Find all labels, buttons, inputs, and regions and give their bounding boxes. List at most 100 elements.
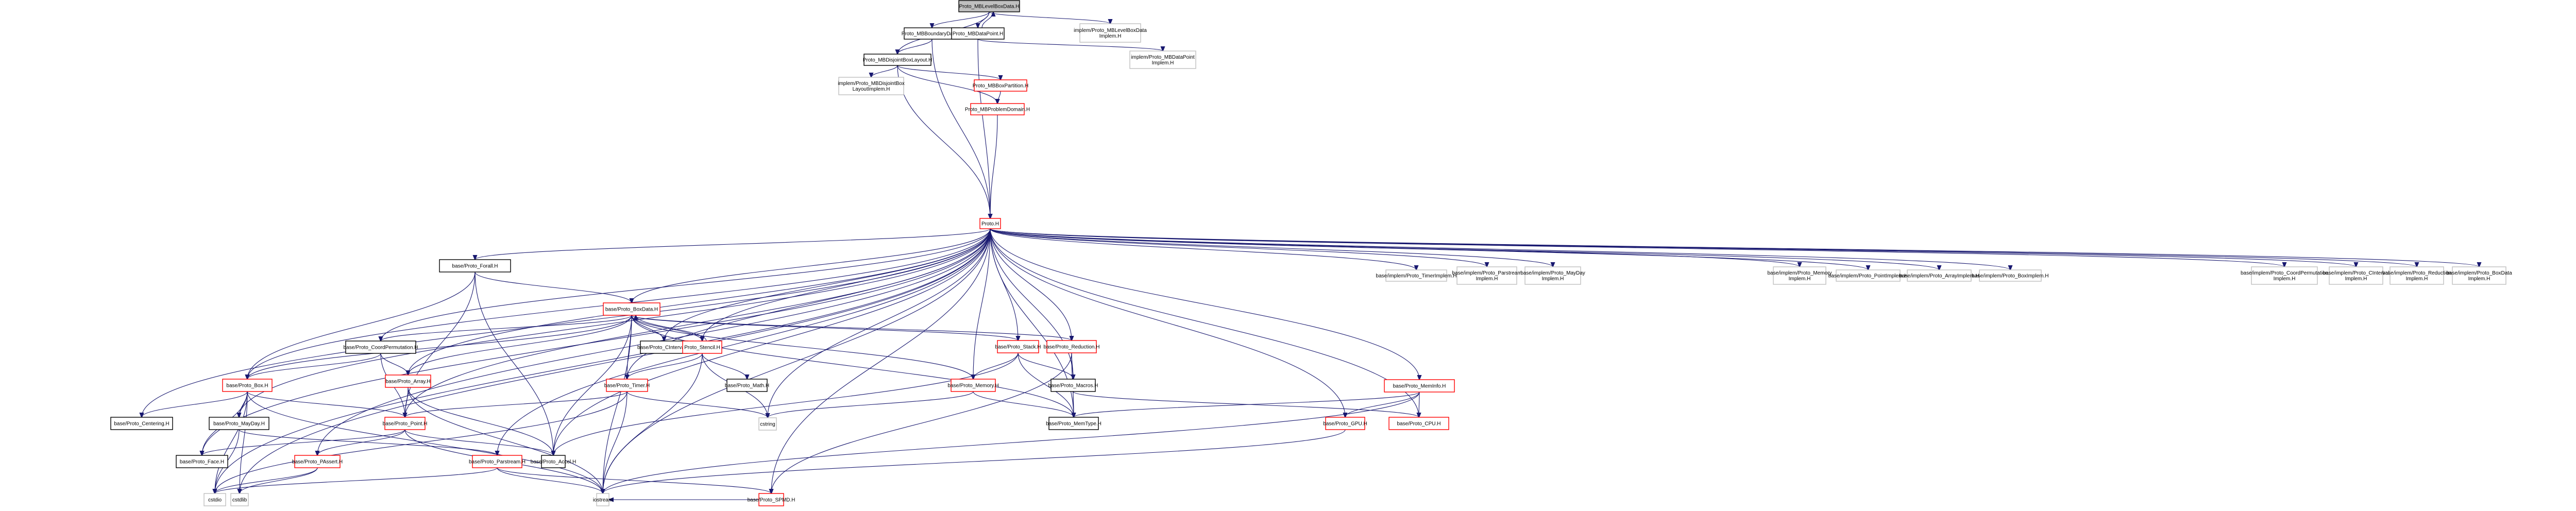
node-base-proto-stack-h[interactable]: base/Proto_Stack.H [995,340,1041,353]
node-label: base/Proto_Macros.H [1048,383,1098,389]
node-box [606,379,648,392]
node-base-proto-math-h[interactable]: base/Proto_Math.H [725,379,769,392]
node-label: Proto_MBDisjointBoxLayout.H [863,58,933,63]
edge-memory-to-memtype [973,391,1074,417]
edge-stencil-to-math [702,353,747,379]
node-label: Implem.H [2345,276,2367,282]
node-proto-mbdatapoint-h[interactable]: Proto_MBDataPoint.H [951,27,1005,40]
node-label: base/Proto_PAssert.H [292,459,343,465]
node-base-proto-passert-h[interactable]: base/Proto_PAssert.H [292,455,343,468]
edge-stack-to-memory [973,352,1019,379]
node-proto-mbproblemdomain-h[interactable]: Proto_MBProblemDomain.H [965,103,1030,115]
node-proto-mblevelboxdata-h: Proto_MBLevelBoxData.H [958,0,1020,12]
edge-proto-to-cstdio [215,228,991,493]
node-base-proto-memory-h[interactable]: base/Proto_Memory.H [947,379,999,392]
node-base-proto-point-h[interactable]: base/Proto_Point.H [383,417,428,430]
node-base-proto-boxdata-h[interactable]: base/Proto_BoxData.H [603,302,660,316]
node-label: base/Proto_Box.H [226,383,268,389]
edge-proto-to-accel [553,228,991,455]
node-box [1907,269,1972,282]
node-base-proto-parstream-h[interactable]: base/Proto_Parstream.H [469,455,526,468]
edge-proto-to-reduction [990,228,1072,340]
edge-boxdata-to-memtype [631,315,1074,417]
node-label: Implem.H [1542,276,1564,282]
edge-proto-to-gpu [990,228,1345,417]
edge-proto-to-timerimpl [990,228,1416,270]
node-label: implem/Proto_MBDisjointBox [838,81,905,87]
edge-array-to-accel [408,387,553,455]
node-label: base/implem/Proto_MayDay [1520,270,1585,276]
edge-mbbd-to-proto [931,39,990,218]
node-label: implem/Proto_MBDataPoint [1131,55,1195,60]
node-base-proto-array-h[interactable]: base/Proto_Array.H [385,374,431,388]
edge-mbdbl-to-dblimpl [871,65,898,77]
node-base-proto-macros-h[interactable]: base/Proto_Macros.H [1048,379,1098,392]
edge-forall-to-point [405,271,476,417]
node-base-proto-reduction-h[interactable]: base/Proto_Reduction.H [1044,340,1100,353]
edge-box-to-iostream [247,391,603,493]
edge-proto-to-boximpl [990,228,2010,270]
edge-meminfo-to-gpu [1345,391,1420,417]
node-label: Proto_Stencil.H [684,345,720,351]
node-proto-stencil-h[interactable]: Proto_Stencil.H [682,340,722,354]
node-label: base/Proto_Point.H [383,421,428,427]
node-label: base/Proto_SPMD.H [748,498,795,503]
node-base-proto-spmd-h[interactable]: base/Proto_SPMD.H [748,493,795,506]
node-label: base/Proto_CoordPermutation.H [343,345,418,351]
node-label: base/Proto_CPU.H [1397,421,1440,427]
edge-proto-to-forall [475,228,991,260]
node-base-proto-coordpermutation-h[interactable]: base/Proto_CoordPermutation.H [343,340,418,354]
node-base-proto-gpu-h[interactable]: base/Proto_GPU.H [1323,417,1367,430]
node-proto-mbboundarydata-h[interactable]: Proto_MBBoundaryData.H [902,27,962,40]
node-box [294,455,341,468]
edge-proto-to-mayday [239,228,991,417]
node-base-proto-accel-h[interactable]: base/Proto_Accel.H [531,455,576,468]
node-box [1079,23,1141,43]
edge-proto-to-boxdataimpl [990,228,2479,267]
node-base-proto-timer-h[interactable]: base/Proto_Timer.H [604,379,650,392]
node-box [472,455,522,468]
node-label: base/Proto_MemInfo.H [1393,384,1446,389]
node-base-proto-centering-h[interactable]: base/Proto_Centering.H [110,417,173,430]
edge-box-to-cstdio [215,391,248,493]
node-base-proto-memtype-h[interactable]: base/Proto_MemType.H [1046,417,1101,430]
edge-proto-to-coordpermimpl [990,228,2284,267]
node-proto-mbboxpartition-h[interactable]: Proto_MBBoxPartition.H [973,79,1028,92]
node-base-proto-face-h[interactable]: base/Proto_Face.H [176,455,228,468]
edge-array-to-iostream [408,387,603,493]
node-label: base/Proto_MemType.H [1046,421,1101,427]
node-box [385,374,431,388]
node-base-proto-box-h[interactable]: base/Proto_Box.H [222,379,273,392]
node-box [222,379,273,392]
edge-proto-to-parstream [497,228,991,455]
edge-proto-to-stack [990,228,1018,340]
node-base-proto-mayday-h[interactable]: base/Proto_MayDay.H [209,417,269,430]
edge-mbdbl-to-mbpd [897,65,997,104]
node-proto-h[interactable]: Proto.H [979,218,1001,229]
node-base-proto-forall-h[interactable]: base/Proto_Forall.H [439,259,511,272]
edge-mbdbl-to-mbbp [897,65,1001,80]
node-box [2389,266,2444,285]
node-box [1384,379,1455,393]
edge-proto-to-boxdata [632,228,991,303]
node-label: Implem.H [1789,276,1811,282]
edge-timer-to-iostream [603,391,628,493]
node-box [979,218,1001,229]
node-proto-mbdisjointboxlayout-h[interactable]: Proto_MBDisjointBoxLayout.H [863,54,933,66]
edge-box-to-point [247,391,405,417]
node-label: Implem.H [1476,276,1498,282]
node-box [758,417,777,431]
edge-proto-to-pointimpl [990,228,1868,270]
node-base-proto-cpu-h[interactable]: base/Proto_CPU.H [1388,417,1449,430]
edge-mbdp-to-proto [977,39,990,218]
edge-proto-to-meminfo [990,228,1419,380]
node-base-implem-proto-coordpermutationimplem-h: base/implem/Proto_CoordPermutationImplem… [2241,266,2328,285]
edge-proto-to-point [405,228,991,417]
node-label: base/Proto_Face.H [180,459,224,465]
node-box [110,417,173,430]
node-box [1048,417,1099,430]
edge-proto-to-face [202,228,991,455]
node-base-proto-meminfo-h[interactable]: base/Proto_MemInfo.H [1384,379,1455,393]
